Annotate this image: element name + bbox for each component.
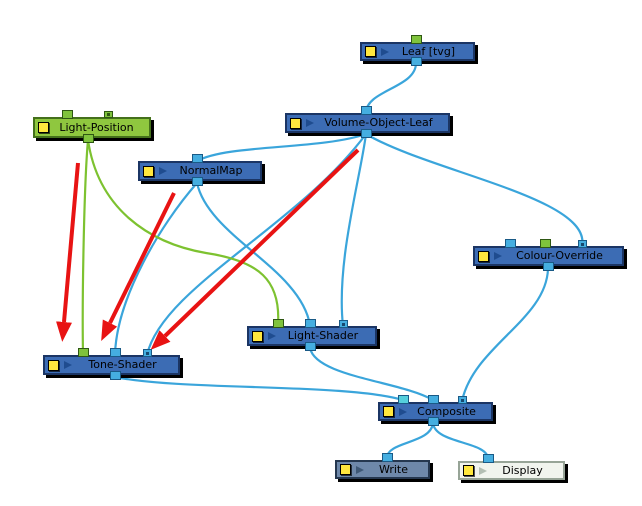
cable-volume-object-leaf-to-normalmap[interactable] bbox=[195, 132, 368, 163]
leaf-out-port[interactable] bbox=[410, 57, 422, 66]
node-label: Volume-Object-Leaf bbox=[324, 116, 433, 129]
composite-in-port-3[interactable] bbox=[457, 396, 467, 404]
port-hole bbox=[106, 113, 110, 116]
tone-shader-out-port[interactable] bbox=[109, 371, 121, 380]
expand-arrow-icon[interactable] bbox=[356, 465, 364, 474]
annotation-arrows bbox=[56, 148, 360, 350]
light-shader-in-port[interactable] bbox=[272, 319, 284, 328]
tone-shader-in-port-2[interactable] bbox=[109, 348, 121, 357]
cable-light-position-to-light-shader[interactable] bbox=[86, 138, 280, 327]
properties-button[interactable] bbox=[48, 359, 59, 371]
normalmap-out-port[interactable] bbox=[191, 177, 203, 186]
expand-arrow-icon[interactable] bbox=[381, 47, 389, 56]
red-annotation-arrow-3 bbox=[150, 148, 360, 350]
display-in-port[interactable] bbox=[482, 454, 494, 463]
cable-composite-to-display[interactable] bbox=[431, 421, 490, 461]
cable-light-shader-to-composite[interactable] bbox=[308, 346, 435, 402]
node-label: Composite bbox=[417, 405, 476, 418]
cable-leaf-to-volume-object-leaf[interactable] bbox=[364, 61, 418, 115]
properties-button[interactable] bbox=[290, 117, 301, 129]
tone-shader-in-port[interactable] bbox=[77, 348, 89, 357]
light-position-out-port[interactable] bbox=[82, 134, 94, 143]
properties-button[interactable] bbox=[463, 465, 474, 476]
light-position-in-port-2[interactable] bbox=[103, 111, 113, 118]
expand-arrow-icon[interactable] bbox=[306, 119, 314, 127]
colour-override-in-port-3[interactable] bbox=[577, 240, 587, 248]
cable-volume-object-leaf-to-colour-override[interactable] bbox=[364, 132, 584, 248]
node-label: Tone-Shader bbox=[88, 358, 157, 371]
cable-tone-shader-to-composite[interactable] bbox=[113, 375, 405, 402]
cable-colour-override-to-composite[interactable] bbox=[460, 267, 550, 403]
node-label: Display bbox=[502, 464, 543, 477]
composite-out-port[interactable] bbox=[427, 417, 439, 426]
properties-button[interactable] bbox=[478, 250, 489, 262]
colour-override-out-port[interactable] bbox=[542, 262, 554, 271]
port-hole bbox=[460, 398, 464, 402]
volume-object-leaf-in-port[interactable] bbox=[360, 106, 372, 115]
properties-button[interactable] bbox=[252, 330, 263, 342]
expand-arrow-icon[interactable] bbox=[494, 252, 502, 260]
node-label: Leaf [tvg] bbox=[401, 45, 456, 58]
cable-normalmap-to-light-shader[interactable] bbox=[195, 181, 312, 327]
red-annotation-arrow-2 bbox=[101, 192, 176, 341]
node-label: Light-Shader bbox=[287, 329, 359, 342]
volume-object-leaf-out-port[interactable] bbox=[360, 129, 372, 138]
expand-arrow-icon[interactable] bbox=[268, 332, 276, 340]
properties-button[interactable] bbox=[340, 464, 351, 475]
colour-override-in-port-2[interactable] bbox=[539, 239, 551, 248]
properties-button[interactable] bbox=[365, 46, 376, 57]
properties-button[interactable] bbox=[383, 406, 394, 417]
expand-arrow-icon[interactable] bbox=[64, 361, 72, 369]
node-write[interactable]: Write bbox=[335, 460, 430, 479]
port-hole bbox=[341, 322, 345, 326]
normalmap-in-port[interactable] bbox=[191, 154, 203, 163]
node-label: Write bbox=[378, 463, 409, 476]
light-shader-in-port-2[interactable] bbox=[304, 319, 316, 328]
leaf-in-port[interactable] bbox=[410, 35, 422, 44]
expand-arrow-icon[interactable] bbox=[479, 466, 487, 475]
red-annotation-arrow-1 bbox=[56, 162, 80, 342]
tone-shader-in-port-3[interactable] bbox=[142, 349, 152, 357]
port-hole bbox=[580, 242, 584, 246]
write-in-port[interactable] bbox=[381, 453, 393, 462]
cable-normalmap-to-tone-shader[interactable] bbox=[113, 181, 199, 356]
port-hole bbox=[145, 351, 149, 355]
node-label: NormalMap bbox=[179, 164, 243, 177]
node-display[interactable]: Display bbox=[458, 461, 565, 480]
light-shader-out-port[interactable] bbox=[304, 342, 316, 351]
composite-in-port-2[interactable] bbox=[427, 395, 439, 404]
cable-composite-to-write[interactable] bbox=[385, 421, 435, 460]
cable-volume-object-leaf-to-light-shader[interactable] bbox=[340, 132, 368, 328]
node-label: Colour-Override bbox=[516, 249, 603, 262]
cable-light-position-to-tone-shader[interactable] bbox=[81, 138, 90, 356]
expand-arrow-icon[interactable] bbox=[159, 167, 167, 175]
composite-in-port[interactable] bbox=[397, 395, 409, 404]
expand-arrow-icon[interactable] bbox=[399, 407, 407, 416]
node-tone-shader[interactable]: Tone-Shader bbox=[43, 355, 180, 375]
light-shader-in-port-3[interactable] bbox=[338, 320, 348, 328]
light-position-in-port[interactable] bbox=[61, 110, 73, 119]
properties-button[interactable] bbox=[143, 165, 154, 177]
node-label: Light-Position bbox=[59, 121, 134, 134]
properties-button[interactable] bbox=[38, 122, 49, 133]
node-light-shader[interactable]: Light-Shader bbox=[247, 326, 377, 346]
colour-override-in-port[interactable] bbox=[504, 239, 516, 248]
